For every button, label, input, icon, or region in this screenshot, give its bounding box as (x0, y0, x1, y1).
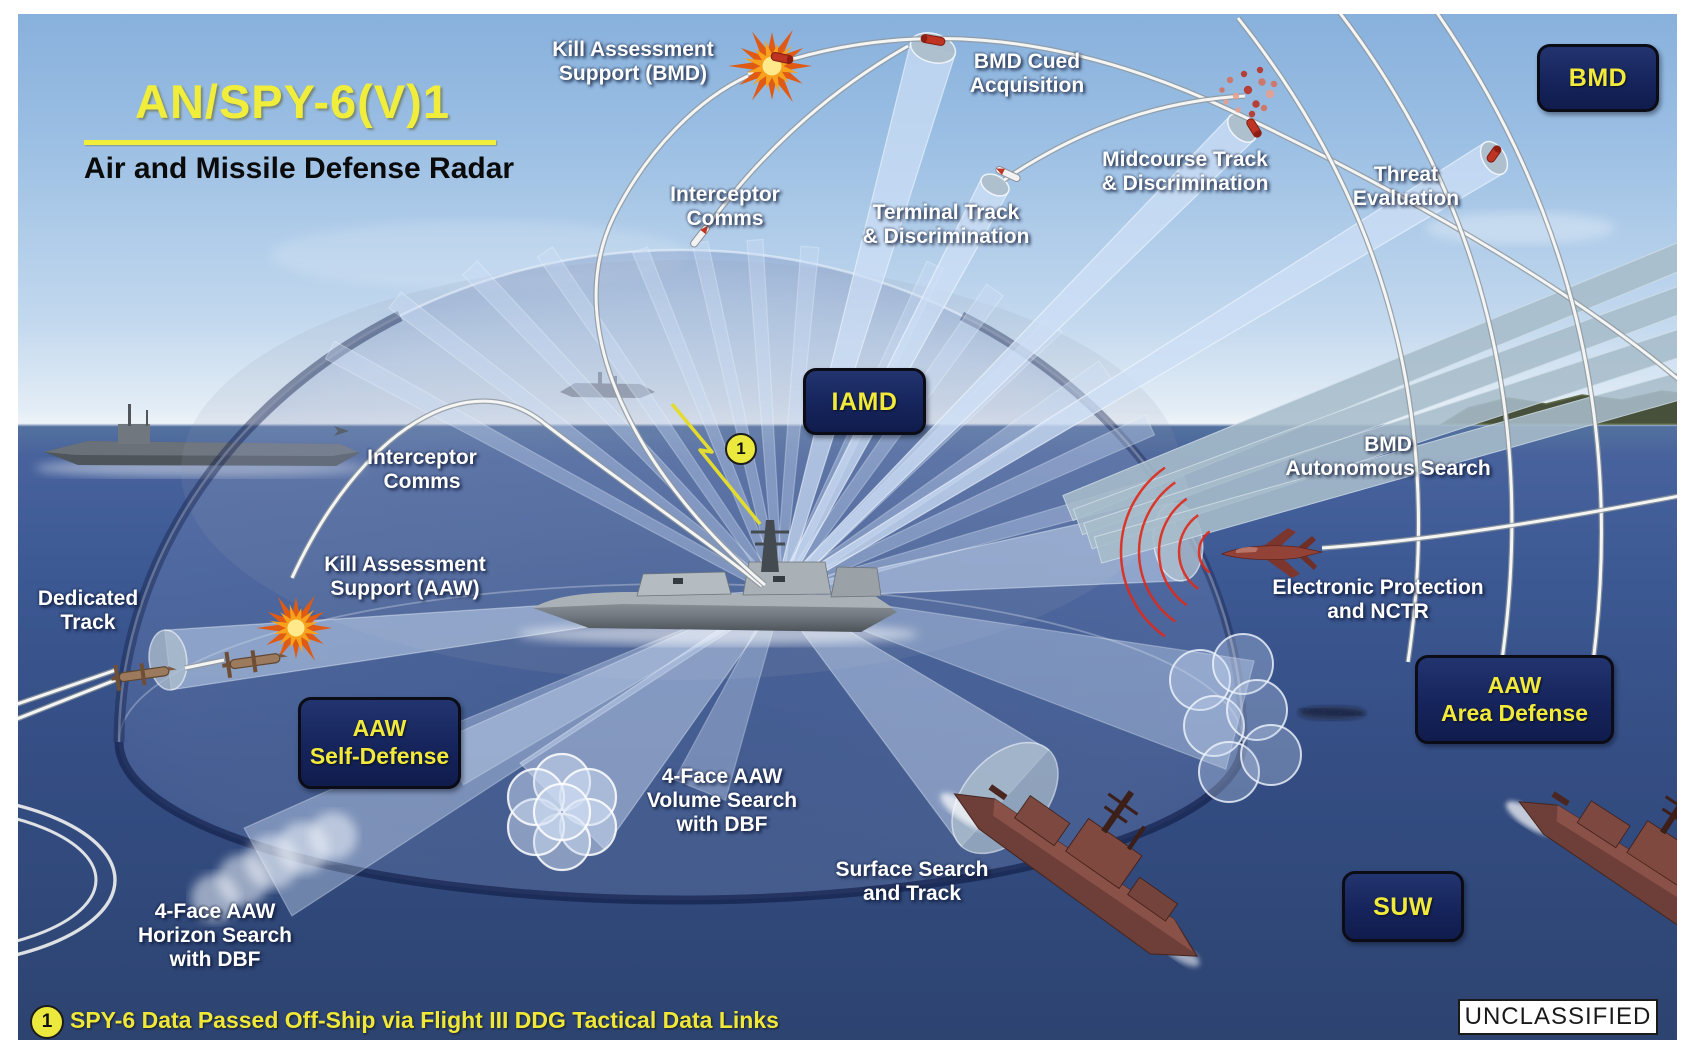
title-underline (84, 140, 496, 145)
dedicated-track-rings (0, 799, 117, 961)
bmd-search-beam-fan (1062, 235, 1695, 564)
badge-aaw-area-defense: AAW Area Defense (1415, 655, 1614, 744)
radar-beams (148, 32, 1509, 917)
label-surface-search: Surface Search and Track (835, 858, 989, 905)
label-interceptor-comms-left: Interceptor Comms (367, 446, 477, 493)
label-volume-search: 4-Face AAW Volume Search with DBF (646, 765, 798, 836)
debris-cloud (1219, 66, 1278, 118)
label-kill-assessment-bmd: Kill Assessment Support (BMD) (552, 38, 714, 85)
ddg-destroyer (518, 520, 918, 645)
badge-iamd: IAMD (803, 368, 926, 435)
callout-marker-1: 1 (725, 433, 757, 465)
badge-bmd: BMD (1537, 44, 1659, 112)
intercept-explosions (256, 29, 812, 661)
horizon-search-cloud (191, 812, 357, 922)
label-dedicated-track: Dedicated Track (37, 587, 139, 634)
jamming-arcs (1119, 466, 1211, 638)
label-terminal-track: Terminal Track & Discrimination (862, 201, 1030, 248)
label-threat-evaluation: Threat Evaluation (1352, 163, 1460, 210)
badge-aaw-self-defense: AAW Self-Defense (298, 697, 461, 789)
beam-face-clusters (506, 633, 1302, 872)
label-horizon-search: 4-Face AAW Horizon Search with DBF (137, 900, 293, 971)
hostile-jet-icon (1220, 528, 1323, 578)
classification-banner: UNCLASSIFIED (1458, 999, 1658, 1035)
page-subtitle: Air and Missile Defense Radar (83, 152, 515, 185)
dome-front-edge (114, 741, 1248, 905)
footnote-text: SPY-6 Data Passed Off-Ship via Flight II… (70, 1007, 779, 1033)
label-interceptor-comms-top: Interceptor Comms (670, 183, 780, 230)
missile-trajectories (0, 0, 1695, 729)
page-title: AN/SPY-6(V)1 (135, 75, 450, 128)
helicopter-silhouette (1298, 706, 1366, 720)
missile-icons (111, 34, 1502, 692)
label-bmd-autonomous-search: BMD Autonomous Search (1285, 433, 1491, 480)
badge-suw: SUW (1342, 871, 1464, 942)
label-kill-assessment-aaw: Kill Assessment Support (AAW) (324, 553, 486, 600)
label-midcourse-track: Midcourse Track & Discrimination (1101, 148, 1269, 195)
label-bmd-cued-acquisition: BMD Cued Acquisition (969, 50, 1085, 97)
label-electronic-protection: Electronic Protection and NCTR (1272, 576, 1484, 623)
data-link-bolt (670, 402, 762, 526)
footnote-marker-1: 1 (30, 1005, 64, 1039)
